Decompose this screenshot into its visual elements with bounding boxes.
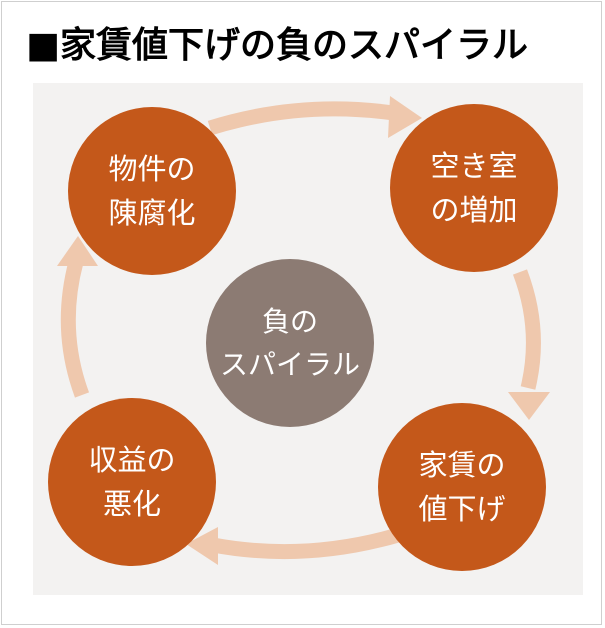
center-label-line1: 負の [261,305,318,338]
arrow-top [207,101,395,136]
arrow-left [60,260,90,398]
arrowhead-top [388,96,422,138]
arrowhead-left [57,236,98,266]
arrowhead-right [508,392,550,420]
center-node: 負の スパイラル [206,259,374,427]
arrow-bottom [211,527,401,560]
center-label-line2: スパイラル [219,348,360,381]
node-profit-decline: 収益の 悪化 [48,398,216,566]
node-label-line1: 収益の [88,443,176,477]
page-title: ■家賃値下げの負のスパイラル [26,25,529,66]
node-label-line2: 悪化 [102,487,161,521]
node-label-line1: 空き室 [430,149,518,183]
node-obsolescence: 物件の 陳腐化 [68,107,236,275]
arrow-right [512,269,541,390]
node-label-line1: 物件の [108,152,196,186]
node-label-line2: 陳腐化 [108,196,196,230]
node-rent-reduction: 家賃の 値下げ [378,403,546,571]
node-label-line2: 値下げ [418,492,506,526]
node-label-line1: 家賃の [418,448,506,482]
arrowhead-bottom [186,527,218,565]
node-label-line2: の増加 [430,193,518,227]
node-vacancy-increase: 空き室 の増加 [390,104,558,272]
